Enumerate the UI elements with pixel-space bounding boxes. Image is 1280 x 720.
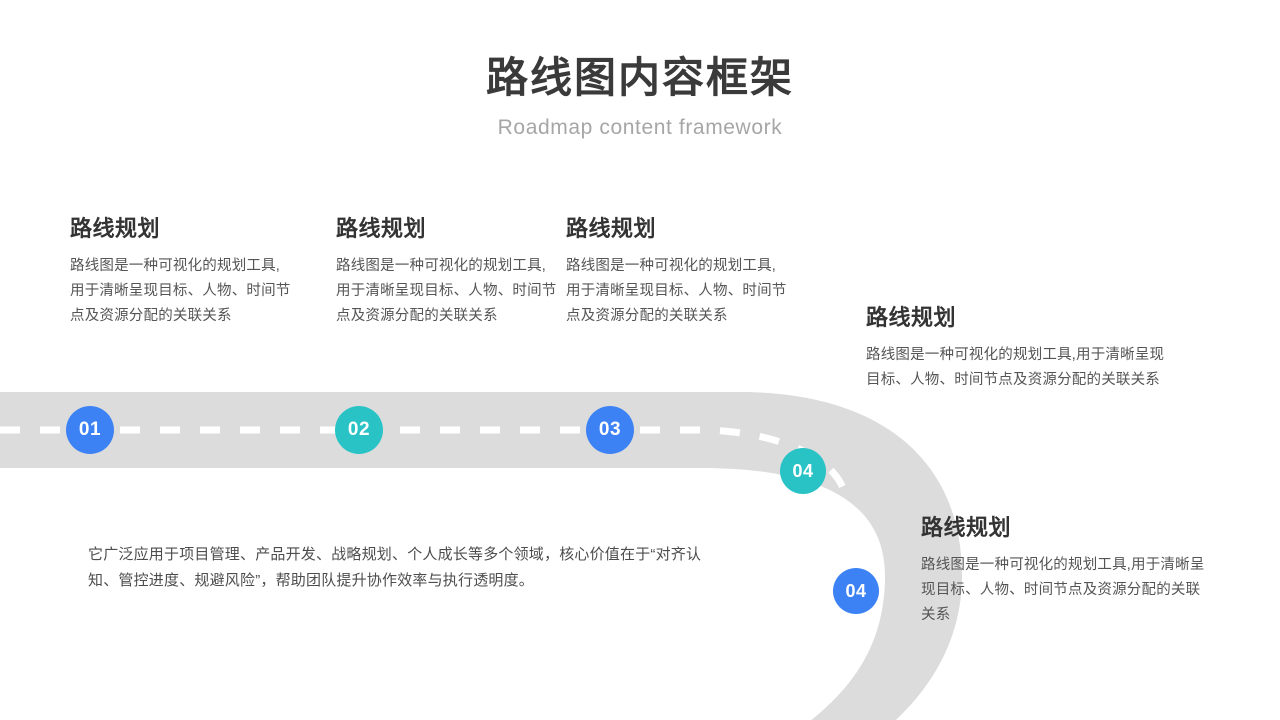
milestone-marker-01[interactable]: 01 [66, 406, 114, 454]
content-block-2-body: 路线图是一种可视化的规划工具,用于清晰呈现目标、人物、时间节点及资源分配的关联关… [336, 258, 557, 325]
content-block-3: 路线规划 路线图是一种可视化的规划工具,用于清晰呈现目标、人物、时间节点及资源分… [566, 216, 788, 329]
page-title: 路线图内容框架 [485, 54, 794, 101]
page-subtitle: Roadmap content framework [497, 116, 783, 139]
content-block-4-body: 路线图是一种可视化的规划工具,用于清晰呈现目标、人物、时间节点及资源分配的关联关… [866, 347, 1165, 389]
milestone-marker-02[interactable]: 02 [335, 406, 383, 454]
milestone-marker-03[interactable]: 03 [586, 406, 634, 454]
content-block-3-body: 路线图是一种可视化的规划工具,用于清晰呈现目标、人物、时间节点及资源分配的关联关… [566, 258, 787, 325]
content-block-5-body: 路线图是一种可视化的规划工具,用于清晰呈现目标、人物、时间节点及资源分配的关联关… [921, 557, 1205, 624]
content-block-2: 路线规划 路线图是一种可视化的规划工具,用于清晰呈现目标、人物、时间节点及资源分… [336, 216, 558, 329]
content-block-4: 路线规划 路线图是一种可视化的规划工具,用于清晰呈现目标、人物、时间节点及资源分… [866, 305, 1166, 393]
summary-note: 它广泛应用于项目管理、产品开发、战略规划、个人成长等多个领域，核心价值在于“对齐… [88, 546, 702, 590]
content-block-4-heading: 路线规划 [866, 305, 957, 330]
milestone-marker-04-lower[interactable]: 04 [833, 568, 879, 614]
content-block-5-heading: 路线规划 [921, 515, 1012, 540]
content-block-1-heading: 路线规划 [70, 216, 161, 241]
milestone-marker-04-curve[interactable]: 04 [780, 448, 826, 494]
content-block-5: 路线规划 路线图是一种可视化的规划工具,用于清晰呈现目标、人物、时间节点及资源分… [921, 515, 1211, 628]
content-block-1-body: 路线图是一种可视化的规划工具,用于清晰呈现目标、人物、时间节点及资源分配的关联关… [70, 258, 291, 325]
content-block-1: 路线规划 路线图是一种可视化的规划工具,用于清晰呈现目标、人物、时间节点及资源分… [70, 216, 292, 329]
content-block-2-heading: 路线规划 [336, 216, 427, 241]
road-lane-dashes [0, 426, 851, 720]
content-block-3-heading: 路线规划 [566, 216, 657, 241]
